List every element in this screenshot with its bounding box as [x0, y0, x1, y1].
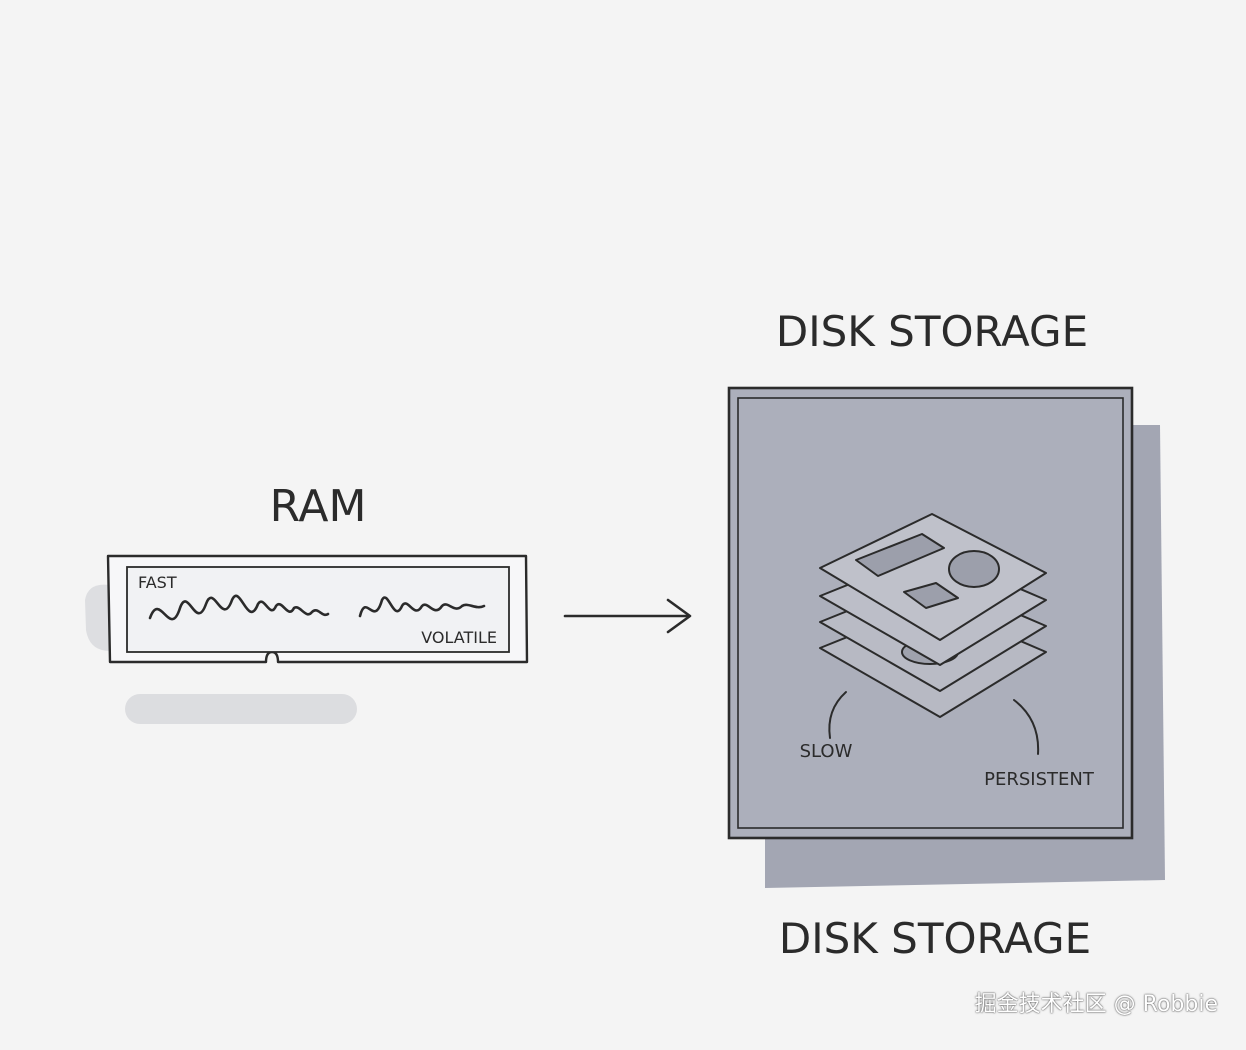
disk-slow-bracket	[828, 691, 847, 739]
ram-group: RAM FAST VOLATILE	[85, 481, 529, 724]
ram-title: RAM	[270, 481, 367, 532]
ram-label-frame	[126, 566, 510, 653]
ram-label-fast: FAST	[138, 573, 177, 592]
ram-ground-shadow	[125, 694, 357, 724]
ram-label-volatile: VOLATILE	[421, 628, 497, 647]
disk-persistent-bracket	[1013, 699, 1040, 755]
ram-signal-scribble	[148, 594, 330, 621]
disk-box-inner-frame	[737, 397, 1124, 829]
disk-title-top: DISK STORAGE	[776, 307, 1088, 356]
right-arrow-icon	[563, 598, 692, 634]
disk-label-slow: SLOW	[800, 741, 853, 762]
watermark-text: 掘金技术社区 @ Robbie	[974, 992, 1218, 1017]
disk-group: DISK STORAGE SLOW PERSISTENT DISK ST	[727, 307, 1165, 963]
ram-signal-scribble-2	[358, 596, 486, 618]
disk-title-bottom: DISK STORAGE	[779, 914, 1091, 963]
stacked-platters-icon	[819, 513, 1047, 718]
disk-label-persistent: PERSISTENT	[984, 769, 1095, 790]
